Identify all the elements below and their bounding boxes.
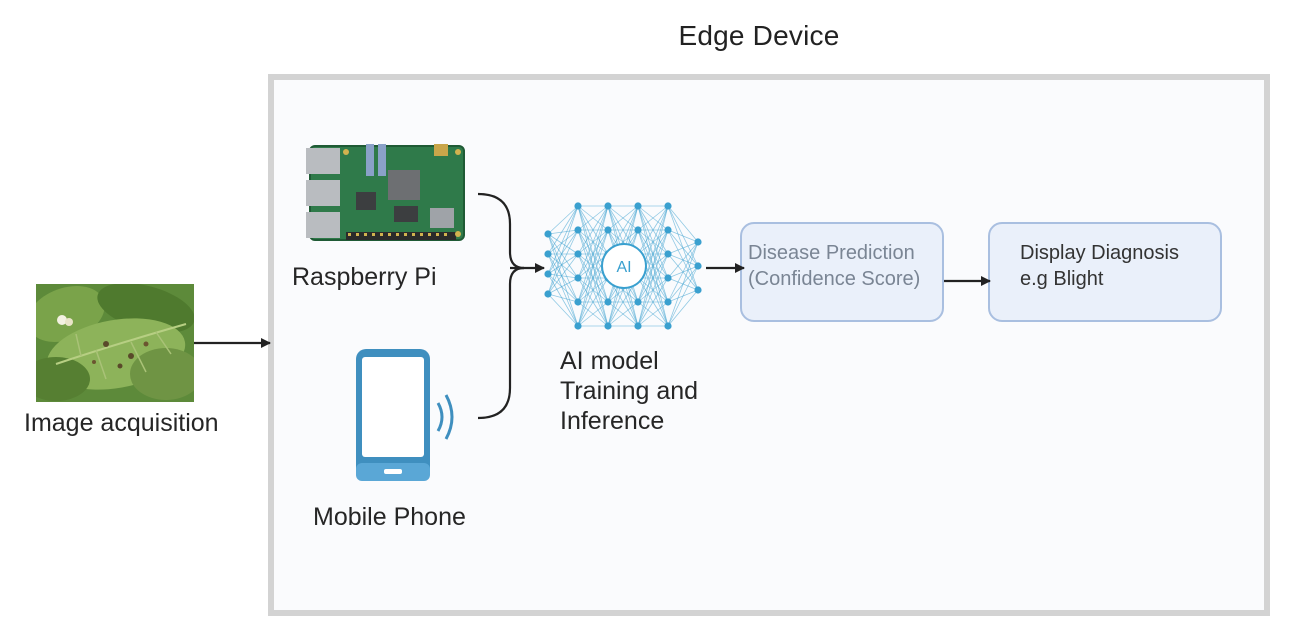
ai-badge-text: AI	[616, 259, 631, 276]
connector-phone-to-model	[477, 266, 525, 420]
raspberry-pi-label: Raspberry Pi	[292, 263, 437, 291]
mobile-phone-label: Mobile Phone	[313, 503, 466, 531]
image-acquisition-label: Image acquisition	[24, 409, 219, 437]
ai-model-label-line1: AI model	[560, 347, 659, 375]
display-diagnosis-text: Display Diagnosis	[1020, 242, 1179, 264]
diagnosis-example-text: e.g Blight	[1020, 268, 1104, 290]
ai-badge	[601, 243, 647, 289]
disease-prediction-box: Disease Prediction (Confidence Score)	[740, 222, 944, 322]
disease-prediction-text: Disease Prediction	[748, 242, 915, 264]
display-diagnosis-box: Display Diagnosis e.g Blight	[988, 222, 1222, 322]
ai-model-label-line2: Training and	[560, 377, 699, 405]
ai-model-label-line3: Inference	[560, 407, 665, 435]
mobile-phone-icon	[348, 345, 458, 485]
raspberry-pi-icon	[306, 142, 466, 244]
leaf-image	[36, 284, 194, 402]
edge-device-title: Edge Device	[678, 20, 840, 51]
neural-network-icon: AI	[540, 196, 710, 336]
confidence-score-text: (Confidence Score)	[748, 268, 921, 290]
connector-pi-to-model	[477, 192, 525, 270]
